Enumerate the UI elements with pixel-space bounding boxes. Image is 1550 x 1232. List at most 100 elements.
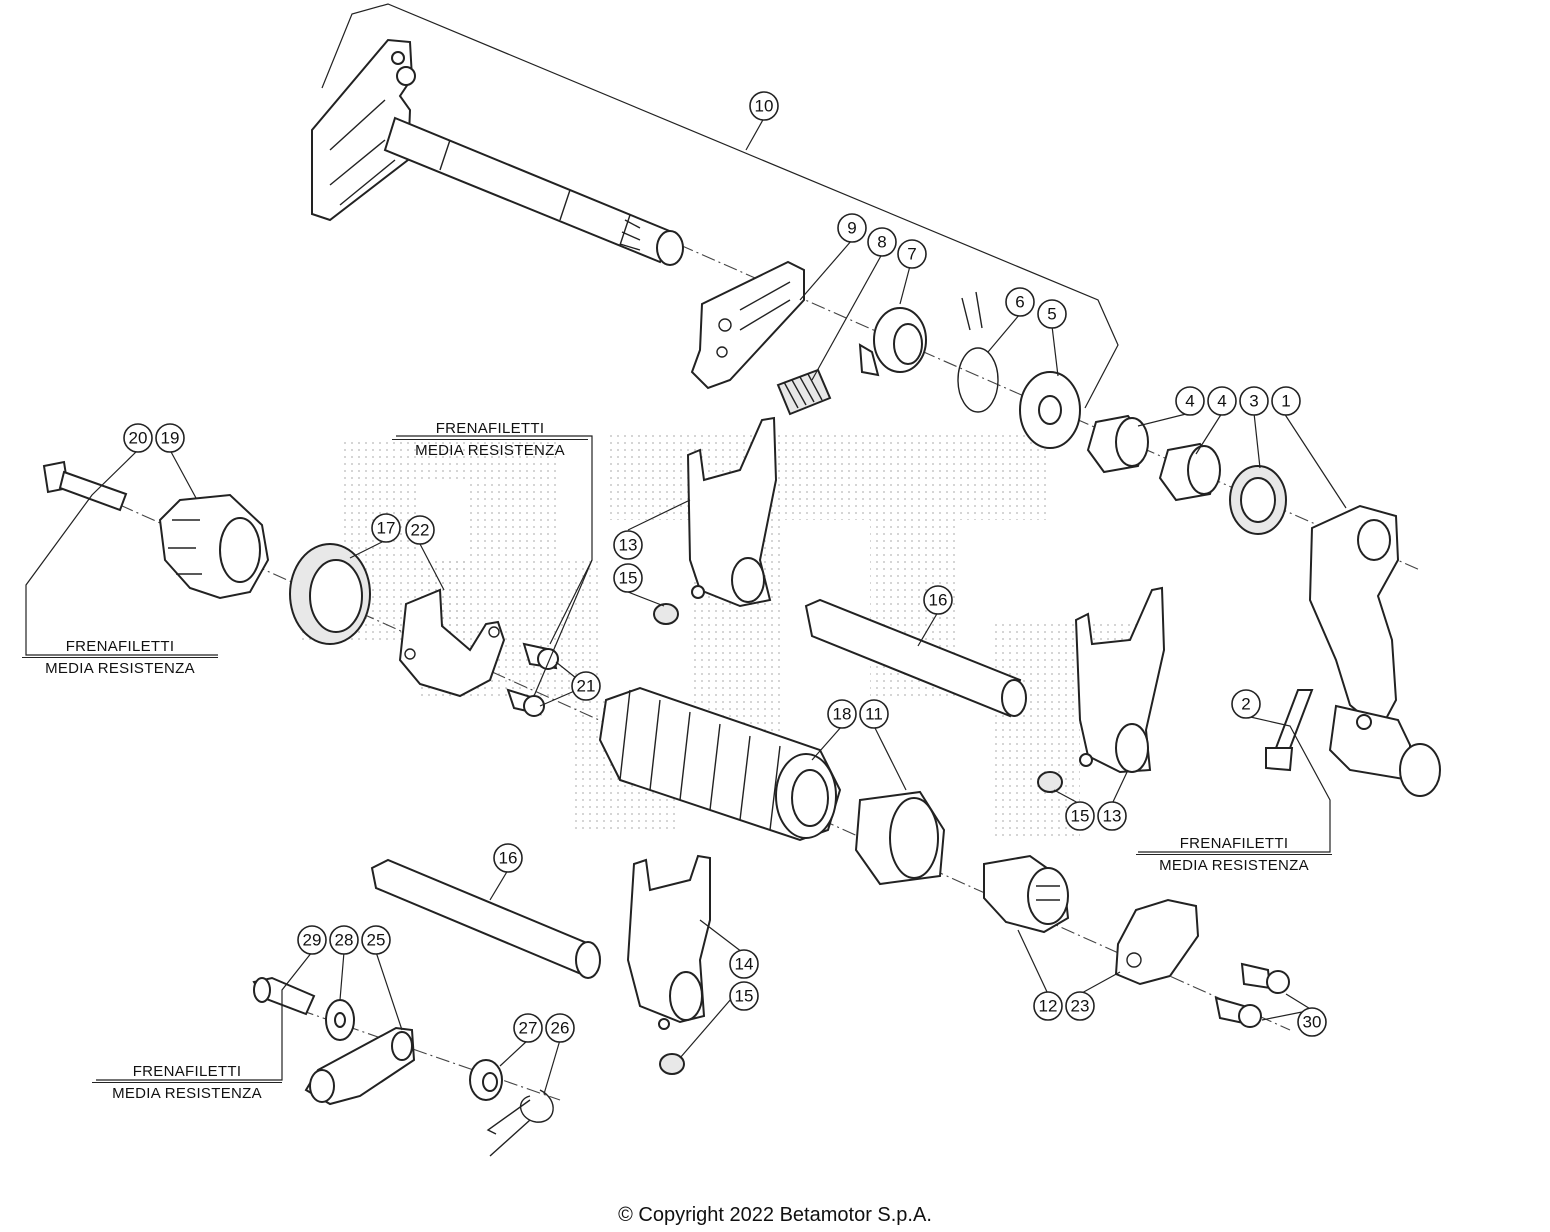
svg-text:8: 8	[877, 233, 886, 252]
svg-text:28: 28	[335, 931, 354, 950]
svg-text:3: 3	[1249, 392, 1258, 411]
svg-text:16: 16	[929, 591, 948, 610]
svg-text:5: 5	[1047, 305, 1056, 324]
callout-4b: 4	[1207, 386, 1237, 416]
svg-text:7: 7	[907, 245, 916, 264]
svg-text:14: 14	[735, 955, 754, 974]
shift-fork-part-13a	[686, 416, 778, 608]
roller-part-27	[469, 1059, 503, 1101]
bearing-part-11	[854, 790, 946, 886]
washer-part-28	[325, 999, 355, 1041]
roller-part-15c	[659, 1053, 685, 1075]
shift-fork-part-13b	[1074, 586, 1166, 774]
svg-text:1: 1	[1281, 392, 1290, 411]
svg-text:18: 18	[833, 705, 852, 724]
pin-part-29	[252, 976, 316, 1016]
svg-text:9: 9	[847, 219, 856, 238]
svg-text:15: 15	[1071, 807, 1090, 826]
svg-text:20: 20	[129, 429, 148, 448]
fork-shaft-part-16b	[370, 858, 601, 979]
callout-18: 18	[827, 699, 857, 729]
callout-27: 27	[513, 1013, 543, 1043]
svg-text:26: 26	[551, 1019, 570, 1038]
callout-19: 19	[155, 423, 185, 453]
roller-part-15a	[653, 603, 679, 625]
note-title: FRENAFILETTI	[435, 420, 545, 437]
sensor-part-23	[1114, 898, 1200, 986]
svg-text:6: 6	[1015, 293, 1024, 312]
note-title: FRENAFILETTI	[132, 1063, 242, 1080]
svg-text:4: 4	[1185, 392, 1194, 411]
seal-part-3	[1229, 465, 1287, 535]
callout-labels: 10 9 8 7 6 5 4 4 3 1 20 19 17 22 13 15 1…	[123, 91, 1327, 1043]
callout-28: 28	[329, 925, 359, 955]
callout-20: 20	[123, 423, 153, 453]
svg-text:19: 19	[161, 429, 180, 448]
svg-text:13: 13	[619, 536, 638, 555]
callout-16a: 16	[923, 585, 953, 615]
spring-part-8	[776, 368, 832, 416]
bolt-part-2	[1265, 689, 1314, 772]
svg-text:21: 21	[577, 677, 596, 696]
cam-part-12	[983, 854, 1070, 934]
copyright-notice: © Copyright 2022 Betamotor S.p.A.	[618, 1204, 932, 1226]
svg-text:2: 2	[1241, 695, 1250, 714]
callout-4a: 4	[1175, 386, 1205, 416]
note-subtitle: MEDIA RESISTENZA	[1136, 854, 1332, 876]
callout-17: 17	[371, 513, 401, 543]
fork-shaft-part-16a	[804, 598, 1027, 718]
callout-1: 1	[1271, 386, 1301, 416]
shift-plate-part-9	[690, 260, 805, 390]
note-subtitle: MEDIA RESISTENZA	[92, 1082, 282, 1104]
callout-leaders	[25, 117, 1347, 1095]
group-bracket	[321, 3, 1119, 409]
bolt-part-20	[42, 460, 128, 512]
callout-25: 25	[361, 925, 391, 955]
svg-text:23: 23	[1071, 997, 1090, 1016]
note-title: FRENAFILETTI	[65, 638, 175, 655]
bolt-part-30b	[1214, 996, 1262, 1028]
note-title: FRENAFILETTI	[1179, 835, 1289, 852]
callout-16b: 16	[493, 843, 523, 873]
callout-22: 22	[405, 515, 435, 545]
note-subtitle: MEDIA RESISTENZA	[392, 439, 588, 461]
threadlocker-note-3: FRENAFILETTI MEDIA RESISTENZA	[1136, 833, 1332, 876]
threadlocker-note-1: FRENAFILETTI MEDIA RESISTENZA	[392, 418, 588, 461]
callout-15b: 15	[1065, 801, 1095, 831]
washer-part-5	[1019, 371, 1081, 449]
roller-part-15b	[1037, 771, 1063, 793]
svg-text:16: 16	[499, 849, 518, 868]
svg-text:27: 27	[519, 1019, 538, 1038]
svg-text:15: 15	[735, 987, 754, 1006]
shift-shaft-part-10	[311, 38, 684, 266]
svg-text:4: 4	[1217, 392, 1226, 411]
bushing-part-4b	[1158, 442, 1221, 502]
shift-fork-part-14	[626, 854, 711, 1030]
callout-29: 29	[297, 925, 327, 955]
bushing-part-4a	[1086, 414, 1149, 474]
callout-5: 5	[1037, 299, 1067, 329]
star-wheel-part-19	[158, 493, 270, 600]
callout-15a: 15	[613, 563, 643, 593]
return-spring-part-6	[957, 291, 999, 413]
svg-text:29: 29	[303, 931, 322, 950]
shift-lever-part-1	[1308, 504, 1441, 797]
callout-26: 26	[545, 1013, 575, 1043]
callout-14: 14	[729, 949, 759, 979]
callout-23: 23	[1065, 991, 1095, 1021]
callout-21: 21	[571, 671, 601, 701]
threadlocker-note-4: FRENAFILETTI MEDIA RESISTENZA	[92, 1061, 282, 1104]
assembly-axes	[119, 244, 1421, 1101]
svg-text:30: 30	[1303, 1013, 1322, 1032]
svg-text:13: 13	[1103, 807, 1122, 826]
threadlocker-note-2: FRENAFILETTI MEDIA RESISTENZA	[22, 636, 218, 679]
retainer-plate-part-22	[398, 588, 506, 698]
callout-9: 9	[837, 213, 867, 243]
callout-13a: 13	[613, 530, 643, 560]
svg-text:15: 15	[619, 569, 638, 588]
bolt-part-30a	[1240, 962, 1290, 994]
callout-6: 6	[1005, 287, 1035, 317]
seal-part-17	[289, 543, 371, 645]
